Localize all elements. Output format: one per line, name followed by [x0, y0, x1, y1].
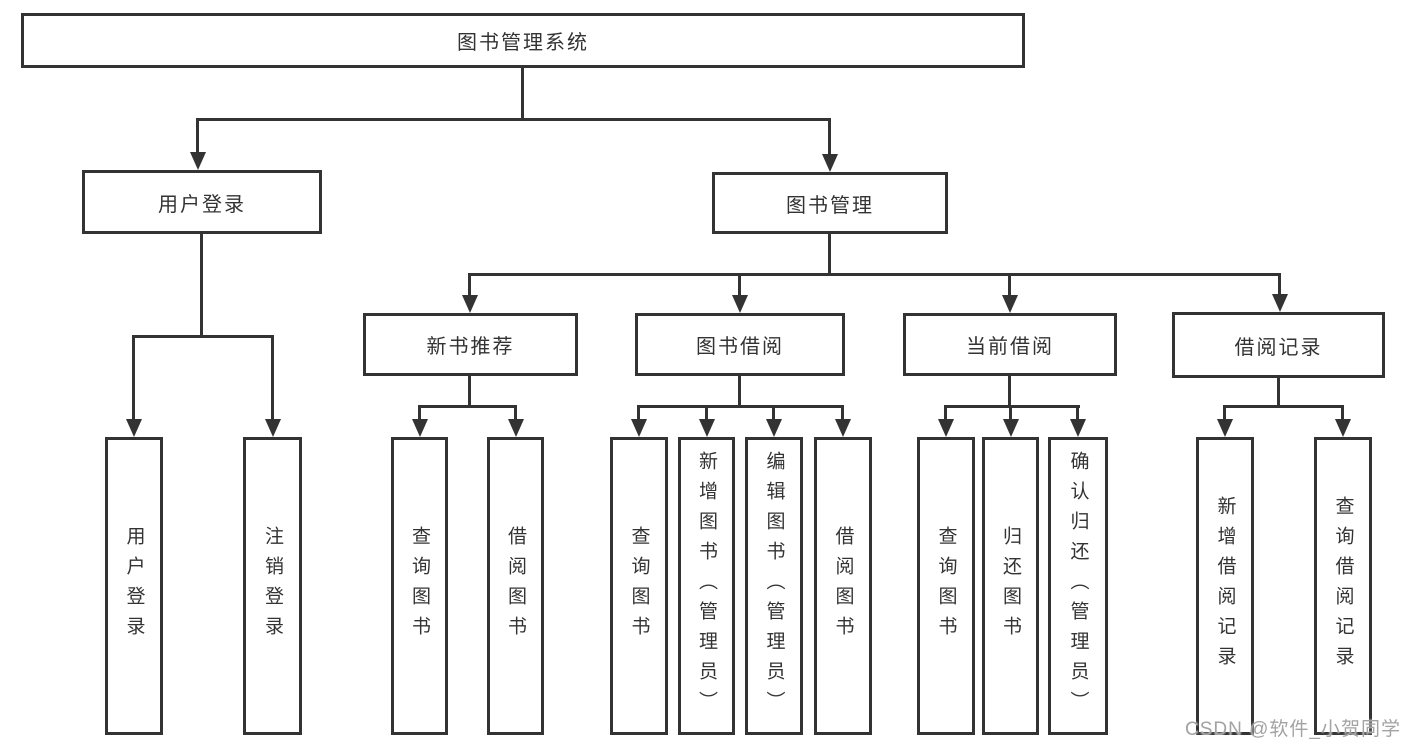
- leaf-current-confirm-return: 确认归还（管理员）: [1048, 437, 1108, 735]
- arrow-down-icon: [1217, 419, 1233, 437]
- connector-borrow-records-elbow: [1223, 405, 1344, 408]
- arrow-down-icon: [1002, 295, 1018, 313]
- connector-to-borrow-records: [1278, 273, 1281, 297]
- arrow-down-icon: [732, 295, 748, 313]
- leaf-current-query-label: 查询图书: [935, 526, 957, 646]
- connector-to-user-login: [196, 118, 199, 154]
- arrow-down-icon: [265, 419, 281, 437]
- connector-leaf: [944, 405, 947, 421]
- leaf-borrow-add-book: 新增图书（管理员）: [678, 437, 735, 735]
- connector-book-mgmt-stub: [828, 234, 831, 273]
- connector-to-leaf-logout: [271, 335, 274, 421]
- connector-root-elbow: [196, 118, 831, 121]
- connector-leaf: [514, 405, 517, 421]
- leaf-current-confirm-return-label: 确认归还（管理员）: [1067, 451, 1089, 721]
- leaf-current-return: 归还图书: [982, 437, 1039, 735]
- node-book-management-label: 图书管理: [786, 194, 874, 217]
- arrow-down-icon: [462, 295, 478, 313]
- connector-book-borrow-elbow: [637, 405, 844, 408]
- node-user-login-label: 用户登录: [158, 193, 246, 216]
- connector-user-login-stub: [200, 234, 203, 335]
- connector-user-login-elbow: [132, 335, 274, 338]
- arrow-down-icon: [126, 419, 142, 437]
- arrow-down-icon: [766, 419, 782, 437]
- leaf-record-add-label: 新增借阅记录: [1214, 496, 1236, 676]
- connector-book-borrow-stub: [738, 376, 741, 407]
- leaf-borrow-query: 查询图书: [610, 437, 668, 735]
- leaf-record-query: 查询借阅记录: [1314, 437, 1372, 735]
- connector-to-leaf-login: [132, 335, 135, 421]
- leaf-logout: 注销登录: [243, 437, 302, 735]
- connector-leaf: [1223, 405, 1226, 421]
- node-borrow-records-label: 借阅记录: [1234, 336, 1323, 359]
- arrow-down-icon: [190, 152, 206, 170]
- leaf-logout-label: 注销登录: [262, 526, 283, 646]
- leaf-record-add: 新增借阅记录: [1196, 437, 1254, 735]
- connector-borrow-records-stub: [1277, 378, 1280, 407]
- leaf-user-login-label: 用户登录: [123, 526, 145, 646]
- leaf-newbook-borrow-label: 借阅图书: [505, 526, 526, 646]
- arrow-down-icon: [938, 419, 954, 437]
- connector-current-borrow-elbow: [944, 405, 1080, 408]
- arrow-down-icon: [1335, 419, 1351, 437]
- leaf-newbook-query-label: 查询图书: [409, 526, 430, 646]
- csdn-watermark: CSDN @软件_小贺同学: [1185, 719, 1401, 740]
- node-book-borrow-label: 图书借阅: [696, 336, 784, 358]
- leaf-borrow-borrow-book: 借阅图书: [814, 437, 872, 735]
- node-book-borrow: 图书借阅: [635, 313, 845, 376]
- arrow-down-icon: [412, 419, 428, 437]
- leaf-newbook-query: 查询图书: [391, 437, 448, 735]
- connector-to-new-book: [468, 273, 471, 297]
- connector-leaf: [1341, 405, 1344, 421]
- node-new-book-recommend-label: 新书推荐: [426, 336, 515, 358]
- connector-leaf: [418, 405, 421, 421]
- node-root: 图书管理系统: [21, 13, 1025, 68]
- arrow-down-icon: [631, 419, 647, 437]
- connector-leaf: [705, 405, 708, 421]
- leaf-borrow-edit-book-label: 编辑图书（管理员）: [763, 451, 785, 721]
- node-current-borrow-label: 当前借阅: [966, 336, 1054, 358]
- leaf-newbook-borrow: 借阅图书: [487, 437, 544, 735]
- connector-current-borrow-stub: [1008, 376, 1011, 407]
- node-borrow-records: 借阅记录: [1172, 312, 1385, 378]
- leaf-user-login: 用户登录: [105, 437, 163, 735]
- node-current-borrow: 当前借阅: [903, 313, 1117, 376]
- arrow-down-icon: [1070, 419, 1086, 437]
- arrow-down-icon: [1003, 419, 1019, 437]
- arrow-down-icon: [835, 419, 851, 437]
- connector-leaf: [1076, 405, 1079, 421]
- node-book-management: 图书管理: [712, 172, 948, 234]
- connector-to-book-borrow: [738, 273, 741, 297]
- connector-leaf: [637, 405, 640, 421]
- connector-to-book-mgmt: [828, 118, 831, 156]
- leaf-borrow-query-label: 查询图书: [628, 526, 650, 646]
- arrow-down-icon: [1272, 294, 1288, 312]
- connector-to-current-borrow: [1008, 273, 1011, 297]
- connector-leaf: [841, 405, 844, 421]
- leaf-current-query: 查询图书: [917, 437, 975, 735]
- leaf-borrow-add-book-label: 新增图书（管理员）: [696, 451, 717, 721]
- node-root-label: 图书管理系统: [457, 32, 589, 54]
- node-new-book-recommend: 新书推荐: [363, 313, 578, 376]
- leaf-record-query-label: 查询借阅记录: [1332, 496, 1354, 676]
- leaf-borrow-borrow-book-label: 借阅图书: [832, 526, 854, 646]
- connector-new-book-elbow: [418, 405, 517, 408]
- node-user-login: 用户登录: [82, 170, 322, 234]
- connector-root-stub: [521, 68, 524, 118]
- arrow-down-icon: [508, 419, 524, 437]
- leaf-current-return-label: 归还图书: [1000, 526, 1021, 646]
- connector-new-book-stub: [468, 376, 471, 407]
- connector-book-mgmt-elbow: [468, 273, 1281, 276]
- arrow-down-icon: [822, 154, 838, 172]
- arrow-down-icon: [699, 419, 715, 437]
- connector-leaf: [772, 405, 775, 421]
- leaf-borrow-edit-book: 编辑图书（管理员）: [745, 437, 803, 735]
- connector-leaf: [1009, 405, 1012, 421]
